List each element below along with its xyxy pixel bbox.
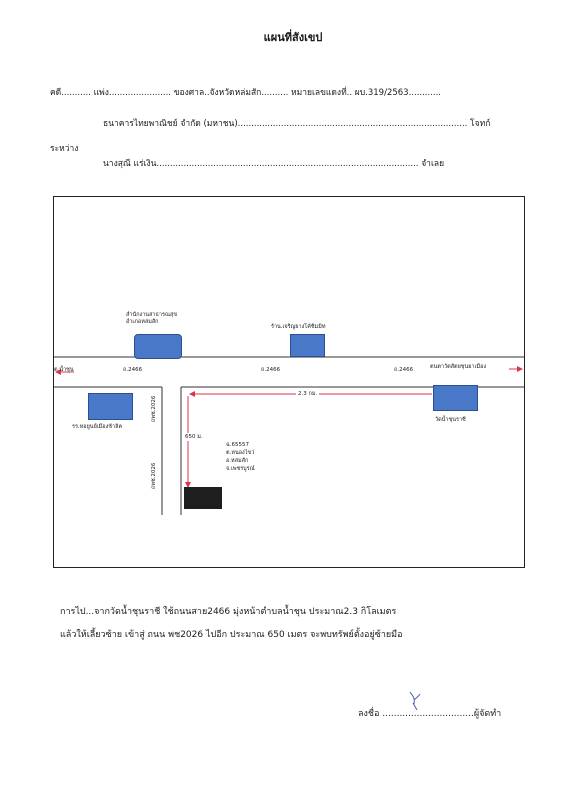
temple-building [433, 385, 478, 411]
property-subdistrict: ต.หนองไขว่ [226, 450, 255, 456]
property-province: จ.เพชรบูรณ์ [226, 466, 255, 472]
temple-label: วัดน้ำชุนราชี [435, 417, 466, 423]
property-info: ฉ.65557 ต.หนองไขว่ อ.หล่มสัก จ.เพชรบูรณ์ [226, 441, 255, 473]
signature-mark [409, 691, 421, 711]
distance-vertical-label: 650 ม. [184, 433, 204, 441]
road-label-right: ถ.2466 [394, 367, 414, 373]
side-road-label-top: ถพช.2026 [151, 395, 157, 422]
property-deed: ฉ.65557 [226, 442, 249, 448]
school-building [88, 393, 133, 420]
map-frame: สำนักงานสาธารณสุข อำเภอหล่มสัก ร้าน.เจริ… [53, 196, 525, 568]
left-direction-label: ต.น้ำชุน [54, 367, 74, 373]
office-building [134, 334, 182, 359]
directions-line-2: แล้วให้เลี้ยวซ้าย เข้าสู่ ถนน พช2026 ไปอ… [60, 630, 403, 640]
shop-label: ร้าน.เจริญยางโค้ชิมมิท [271, 324, 326, 330]
defendant-line: นางสุณี แร่เงิน.........................… [103, 159, 445, 169]
road-label-left: ถ.2466 [123, 367, 143, 373]
right-direction-label: ตนตาวัตสัตยชุนยาเมือง [430, 364, 487, 370]
signature-line: ลงชื่อ ................................ผ… [358, 709, 502, 719]
plaintiff-line: ธนาคารไทยพาณิชย์ จำกัด (มหาชน)..........… [103, 119, 491, 129]
property-marker [184, 487, 222, 509]
office-label: สำนักงานสาธารณสุข อำเภอหล่มสัก [126, 312, 178, 325]
case-line: คดี........... แพ่ง.....................… [50, 88, 442, 98]
directions-line-1: การไป...จากวัดน้ำชุนราชี ใช้ถนนสาย2466 ม… [60, 607, 397, 617]
property-district: อ.หล่มสัก [226, 458, 249, 464]
side-road-label-bottom: ถพช.2026 [151, 462, 157, 489]
distance-horizontal-label: 2.3 กม. [296, 390, 320, 398]
map-drawing [54, 356, 524, 515]
school-label: รร.หอยูนย์เมืองช้าลิค [72, 424, 123, 430]
road-label-center: ถ.2466 [261, 367, 281, 373]
page-title: แผนที่สังเขป [263, 31, 323, 44]
shop-building [290, 334, 325, 357]
between-label: ระหว่าง [50, 144, 79, 154]
